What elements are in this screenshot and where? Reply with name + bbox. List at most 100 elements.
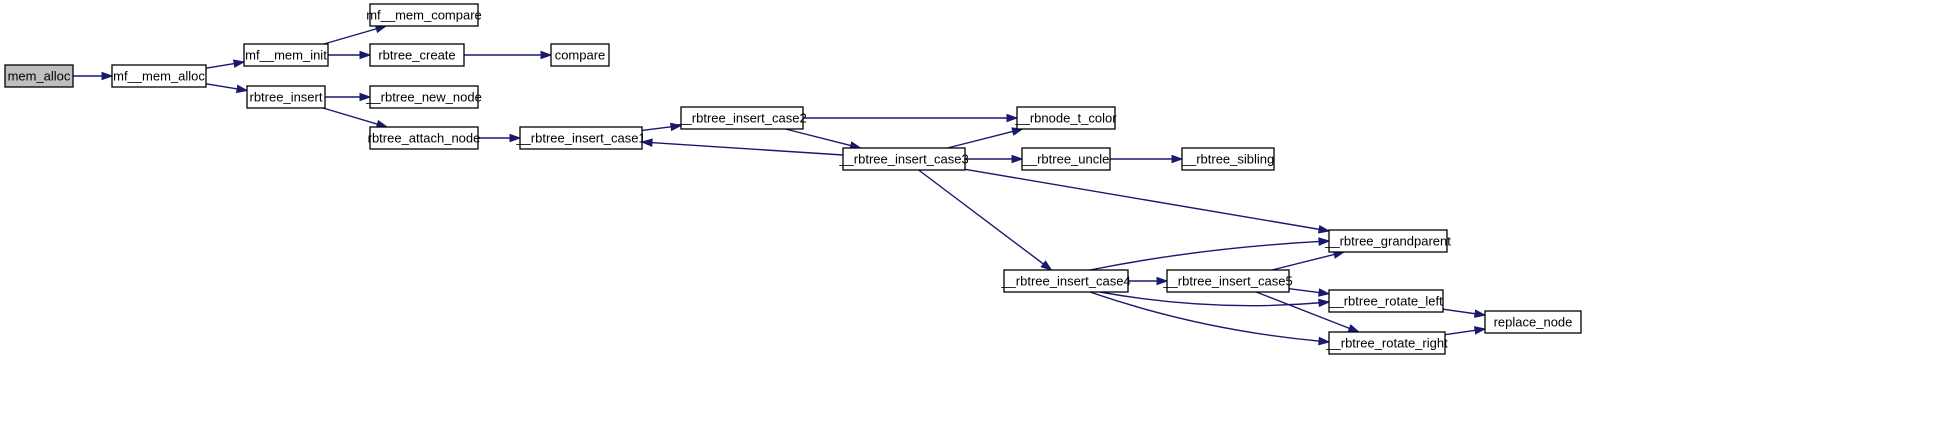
edge-arrowhead — [235, 84, 249, 94]
edge-arrowhead — [1473, 309, 1487, 318]
node-box[interactable] — [1021, 147, 1111, 171]
node-box[interactable] — [111, 64, 207, 88]
edge-arrowhead — [359, 92, 372, 102]
edge-__rbtree_insert_case3-to-__rbtree_grandparent — [964, 168, 1321, 231]
node-__rbtree_uncle[interactable]: __rbtree_uncle — [1021, 147, 1111, 171]
node-replace_node[interactable]: replace_node — [1484, 310, 1582, 334]
edge-arrowhead — [670, 122, 683, 132]
node-__rbtree_insert_case1[interactable]: __rbtree_insert_case1 — [515, 126, 646, 150]
edge-arrowhead — [1318, 288, 1331, 297]
node-__rbtree_rotate_left[interactable]: __rbtree_rotate_left — [1328, 289, 1444, 313]
edge-__rbtree_insert_case5-to-__rbtree_rotate_right — [1255, 291, 1351, 330]
edge-arrowhead — [1318, 298, 1331, 308]
node-box[interactable] — [1328, 289, 1444, 313]
edges-layer — [73, 24, 1487, 346]
node-__rbtree_rotate_right[interactable]: __rbtree_rotate_right — [1325, 331, 1448, 355]
node-label: __rbtree_uncle — [1022, 152, 1110, 167]
edge-arrowhead — [1006, 113, 1019, 123]
node-label: __rbtree_rotate_left — [1328, 294, 1443, 309]
edge-mf__mem_init-to-mf__mem_compare — [323, 27, 378, 45]
edge-arrowhead — [232, 59, 246, 68]
node-box[interactable] — [680, 106, 804, 130]
edge-mf__mem_alloc-to-rbtree_insert — [205, 83, 239, 90]
node-mf__mem_compare[interactable]: mf__mem_compare — [366, 3, 482, 27]
node-box[interactable] — [369, 85, 479, 109]
node-label: mem_alloc — [8, 69, 71, 84]
node-label: __rbtree_insert_case5 — [1162, 274, 1292, 289]
edge-__rbtree_insert_case5-to-__rbtree_grandparent — [1271, 253, 1336, 271]
node-box[interactable] — [842, 147, 966, 171]
node-box[interactable] — [1016, 106, 1116, 130]
node-label: mf__mem_compare — [366, 8, 482, 23]
edge-arrowhead — [1011, 154, 1024, 164]
edge-__rbtree_insert_case3-to-__rbtree_insert_case1 — [650, 141, 844, 156]
edge-arrowhead — [1318, 336, 1331, 346]
node-__rbtree_insert_case2[interactable]: __rbtree_insert_case2 — [676, 106, 807, 130]
node-__rbtree_grandparent[interactable]: __rbtree_grandparent — [1324, 229, 1451, 253]
node-box[interactable] — [369, 43, 465, 67]
node-box[interactable] — [369, 126, 479, 150]
node-label: __rbnode_t_color — [1014, 111, 1117, 126]
node-box[interactable] — [1328, 229, 1448, 253]
node-box[interactable] — [1328, 331, 1446, 355]
node-box[interactable] — [1484, 310, 1582, 334]
node-__rbtree_sibling[interactable]: __rbtree_sibling — [1181, 147, 1275, 171]
node-label: __rbtree_sibling — [1181, 152, 1275, 167]
node-compare[interactable]: compare — [550, 43, 610, 67]
node-label: compare — [555, 48, 606, 63]
node-rbtree_attach_node[interactable]: rbtree_attach_node — [368, 126, 481, 150]
node-box[interactable] — [369, 3, 479, 27]
edge-arrowhead — [1473, 326, 1487, 335]
nodes-layer: mem_alloc mf__mem_alloc mf__mem_init mf__me… — [4, 3, 1582, 355]
edge-__rbtree_rotate_right-to-replace_node — [1444, 329, 1477, 336]
edge-__rbtree_insert_case3-to-__rbnode_t_color — [947, 130, 1014, 149]
edge-rbtree_insert-to-rbtree_attach_node — [322, 107, 379, 126]
edge-__rbtree_insert_case5-to-__rbtree_rotate_left — [1288, 288, 1321, 294]
node-__rbtree_insert_case5[interactable]: __rbtree_insert_case5 — [1162, 269, 1293, 293]
node-label: __rbtree_insert_case1 — [515, 131, 645, 146]
edge-arrowhead — [1347, 324, 1361, 333]
node-__rbtree_new_node[interactable]: __rbtree_new_node — [365, 85, 482, 109]
node-mf__mem_init[interactable]: mf__mem_init — [243, 43, 329, 67]
edge-__rbtree_rotate_left-to-replace_node — [1442, 308, 1477, 315]
edge-arrowhead — [1040, 260, 1053, 271]
node-label: __rbtree_grandparent — [1324, 234, 1451, 249]
node-box[interactable] — [4, 64, 74, 88]
node-mf__mem_alloc[interactable]: mf__mem_alloc — [111, 64, 207, 88]
node-box[interactable] — [243, 43, 329, 67]
edge-mf__mem_alloc-to-mf__mem_init — [205, 62, 236, 69]
node-box[interactable] — [550, 43, 610, 67]
edge-__rbtree_insert_case1-to-__rbtree_insert_case2 — [641, 125, 673, 132]
edge-__rbtree_insert_case2-to-__rbtree_insert_case3 — [785, 128, 852, 147]
edge-arrowhead — [1318, 237, 1331, 246]
node-box[interactable] — [1166, 269, 1290, 293]
edge-__rbtree_insert_case4-to-__rbtree_rotate_left — [1099, 291, 1321, 307]
edge-arrowhead — [509, 133, 522, 143]
node-__rbtree_insert_case3[interactable]: __rbtree_insert_case3 — [838, 147, 969, 171]
node-box[interactable] — [1003, 269, 1129, 293]
node-label: replace_node — [1494, 315, 1573, 330]
node-label: mf__mem_init — [245, 48, 327, 63]
node-box[interactable] — [519, 126, 643, 150]
node-box[interactable] — [246, 85, 326, 109]
edge-arrowhead — [640, 138, 653, 147]
node-label: __rbtree_insert_case3 — [838, 152, 968, 167]
node-label: __rbtree_new_node — [365, 90, 482, 105]
node-rbtree_create[interactable]: rbtree_create — [369, 43, 465, 67]
edge-arrowhead — [1171, 154, 1184, 164]
edge-__rbtree_insert_case4-to-__rbtree_rotate_right — [1089, 291, 1321, 342]
node-label: __rbtree_insert_case2 — [676, 111, 806, 126]
node-label: __rbtree_rotate_right — [1325, 336, 1448, 351]
edge-__rbtree_insert_case4-to-__rbtree_grandparent — [1089, 240, 1321, 271]
node-label: rbtree_create — [378, 48, 455, 63]
node-__rbnode_t_color[interactable]: __rbnode_t_color — [1014, 106, 1117, 130]
node-rbtree_insert[interactable]: rbtree_insert — [246, 85, 326, 109]
node-mem_alloc[interactable]: mem_alloc — [4, 64, 74, 88]
edge-arrowhead — [101, 71, 114, 81]
node-label: __rbtree_insert_case4 — [1000, 274, 1130, 289]
node-label: mf__mem_alloc — [113, 69, 205, 84]
node-box[interactable] — [1181, 147, 1275, 171]
node-__rbtree_insert_case4[interactable]: __rbtree_insert_case4 — [1000, 269, 1131, 293]
edge-arrowhead — [1156, 276, 1169, 286]
